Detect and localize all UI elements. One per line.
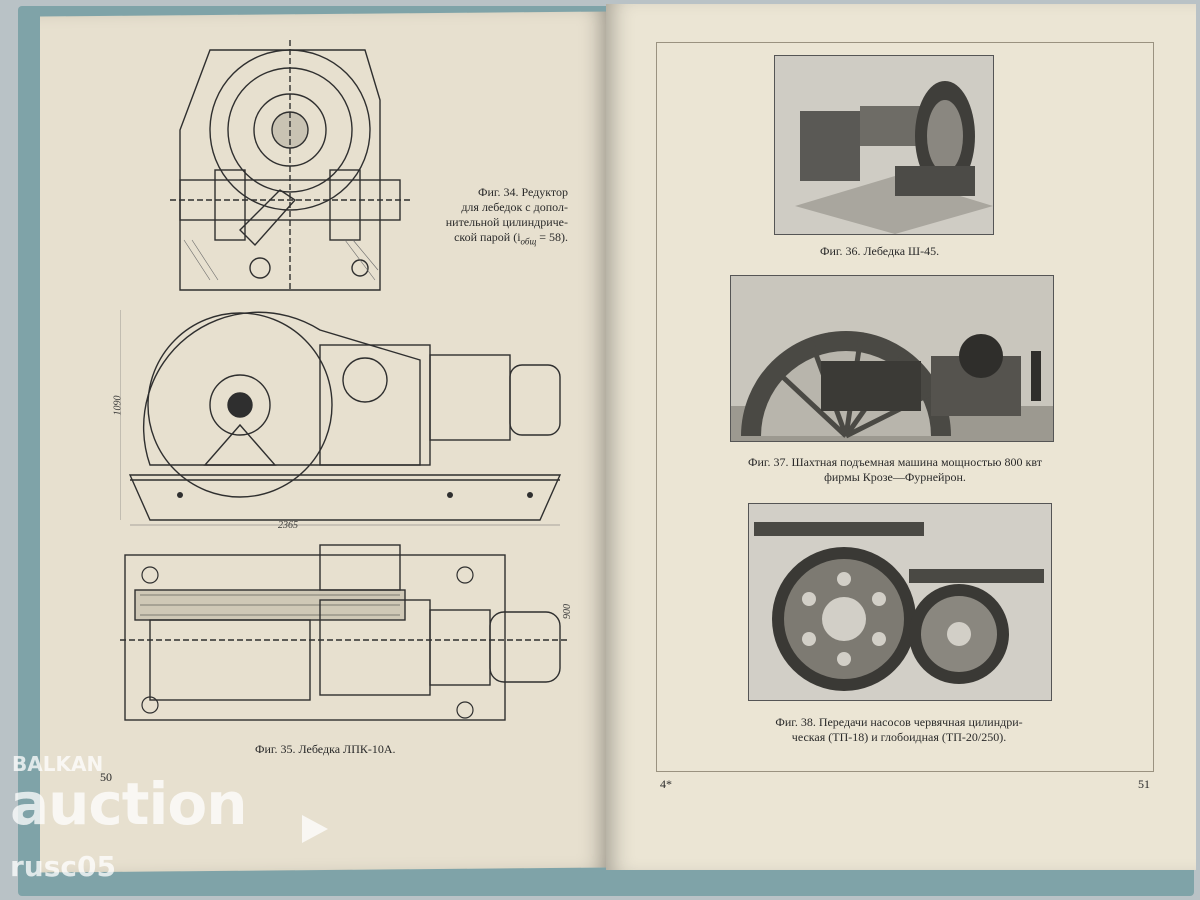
play-arrow-icon — [302, 815, 328, 843]
fig34-caption-line2: для лебедок с допол- — [461, 200, 568, 214]
right-page-signature: 4* — [660, 777, 672, 791]
fig34-drawing — [170, 40, 410, 291]
left-page-number: 50 — [100, 770, 112, 784]
fig37-caption: Фиг. 37. Шахтная подъемная машина мощнос… — [735, 455, 1055, 485]
fig37-caption-line2: фирмы Крозе—Фурнейрон. — [824, 470, 966, 484]
fig35-caption: Фиг. 35. Лебедка ЛПК-10А. — [255, 742, 396, 756]
fig34-caption-line4: ской парой (iобщ = 58). — [418, 230, 568, 249]
right-page-number: 51 — [1138, 777, 1150, 791]
fig34-caption-line1: Фиг. 34. Редуктор — [477, 185, 568, 199]
fig34-ratio-subscript: общ — [520, 236, 537, 247]
fig34-caption: Фиг. 34. Редуктор для лебедок с допол- н… — [418, 185, 568, 249]
fig35-length-dimension: 2365 — [278, 520, 298, 531]
fig38-caption-line2: ческая (ТП-18) и глобоидная (ТП-20/250). — [791, 730, 1007, 744]
fig34-caption-line3: нительной цилиндриче- — [445, 215, 568, 229]
fig38-caption-line1: Фиг. 38. Передачи насосов червячная цили… — [775, 715, 1023, 729]
fig35-side-view — [120, 310, 562, 526]
watermark-brand-large: auction — [10, 770, 248, 838]
fig38-caption: Фиг. 38. Передачи насосов червячная цили… — [748, 715, 1050, 745]
right-page-frame — [656, 42, 1154, 772]
watermark-user: rusc05 — [10, 850, 116, 883]
fig35-plan-view — [120, 544, 570, 721]
fig38-photo — [748, 503, 1052, 701]
fig35-width-dimension: 900 — [562, 604, 573, 619]
fig37-photo — [730, 275, 1054, 442]
watermark-brand-small: BALKAN — [12, 752, 104, 776]
fig35-height-dimension: 1090 — [112, 395, 124, 416]
fig36-caption: Фиг. 36. Лебедка Ш-45. — [820, 244, 940, 258]
fig36-photo — [774, 55, 994, 235]
fig37-caption-line1: Фиг. 37. Шахтная подъемная машина мощнос… — [748, 455, 1042, 469]
fig34-ratio-value: = 58). — [536, 230, 568, 244]
fig34-ratio-symbol: ской парой (i — [454, 230, 521, 244]
